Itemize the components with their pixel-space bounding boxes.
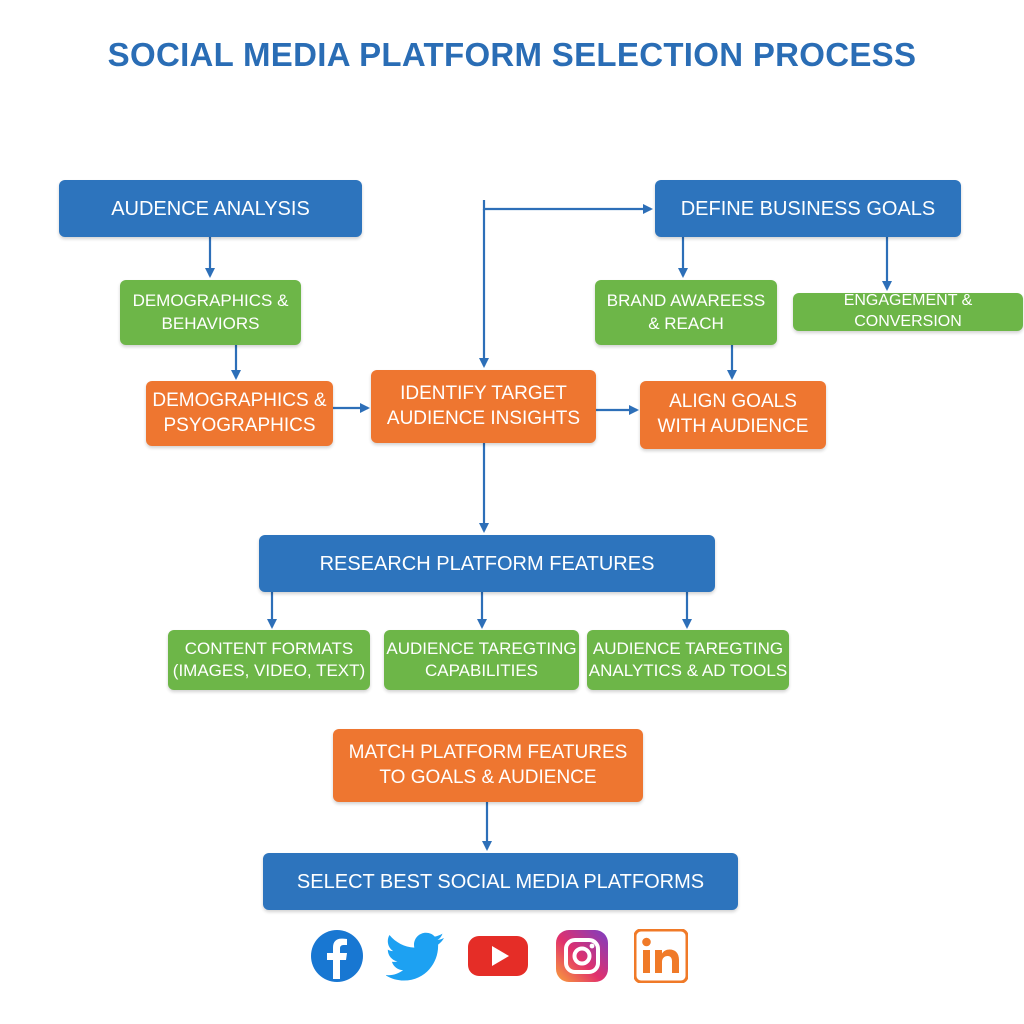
identify-insights-box: IDENTIFY TARGET AUDIENCE INSIGHTS (371, 370, 596, 443)
audience-targeting-box: AUDIENCE TAREGTING CAPABILITIES (384, 630, 579, 690)
audience-analysis-box: AUDENCE ANALYSIS (59, 180, 362, 237)
targeting-analytics-box: AUDIENCE TAREGTING ANALYTICS & AD TOOLS (587, 630, 789, 690)
brand-awareness-box: BRAND AWAREESS & REACH (595, 280, 777, 345)
demographics-behaviors-box: DEMOGRAPHICS & BEHAVIORS (120, 280, 301, 345)
content-formats-box: CONTENT FORMATS (IMAGES, VIDEO, TEXT) (168, 630, 370, 690)
diagram-title: SOCIAL MEDIA PLATFORM SELECTION PROCESS (107, 36, 917, 73)
arrow-loop-to-goals (482, 200, 653, 214)
align-goals-box: ALIGN GOALS WITH AUDIENCE (640, 381, 826, 449)
select-platforms-box: SELECT BEST SOCIAL MEDIA PLATFORMS (263, 853, 738, 910)
twitter-icon (386, 932, 444, 981)
linkedin-icon (634, 929, 688, 983)
facebook-icon (311, 930, 363, 982)
engagement-conversion-box: ENGAGEMENT & CONVERSION (793, 292, 1023, 331)
demographics-psyographics-box: DEMOGRAPHICS & PSYOGRAPHICS (146, 381, 333, 446)
youtube-icon (468, 936, 528, 976)
instagram-icon (556, 930, 608, 982)
research-features-box: RESEARCH PLATFORM FEATURES (259, 535, 715, 592)
define-goals-box: DEFINE BUSINESS GOALS (655, 180, 961, 237)
match-features-box: MATCH PLATFORM FEATURES TO GOALS & AUDIE… (333, 729, 643, 802)
